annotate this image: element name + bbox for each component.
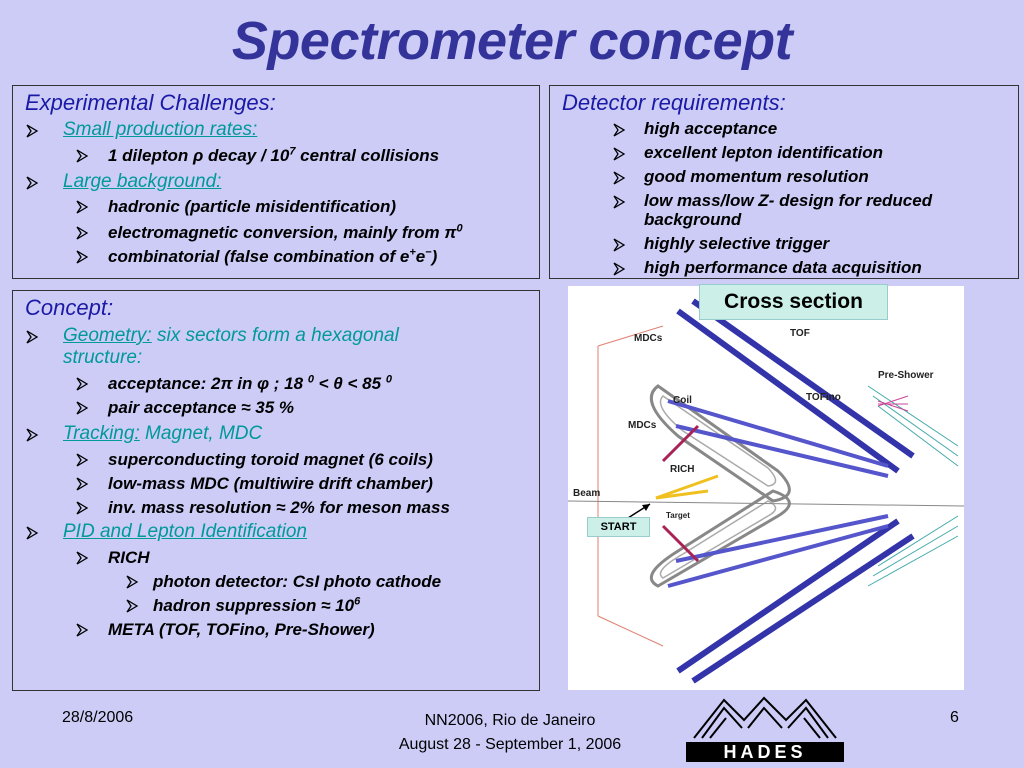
logo-text: HADES (723, 742, 806, 762)
cross-section-diagram: MDCs TOF Pre-Shower Coil TOFino MDCs RIC… (568, 286, 964, 690)
arrow-bullet-icon (75, 149, 89, 163)
arrow-bullet-icon (75, 477, 89, 491)
requirement-item: good momentum resolution (644, 167, 869, 186)
footer-conference-dates: August 28 - September 1, 2006 (398, 736, 622, 753)
requirement-item-continued: background (644, 210, 742, 229)
meta-item: META (TOF, TOFino, Pre-Shower) (108, 620, 375, 639)
requirement-item: low mass/low Z- design for reduced (644, 191, 933, 210)
arrow-bullet-icon (75, 623, 89, 637)
frame-outline (597, 325, 664, 647)
page-number: 6 (950, 709, 959, 726)
arrow-bullet-icon (75, 551, 89, 565)
pid-item: PID and Lepton Identification (63, 521, 308, 542)
upper-coil (649, 384, 791, 503)
requirement-item: high performance data acquisition (644, 258, 922, 277)
combinatorial-item: combinatorial (false combination of e+e−… (108, 246, 438, 266)
arrow-bullet-icon (25, 124, 39, 138)
footer-conference: NN2006, Rio de Janeiro August 28 - Septe… (360, 709, 660, 757)
arrow-bullet-icon (75, 200, 89, 214)
arrow-bullet-icon (612, 123, 626, 137)
invmass-item: inv. mass resolution ≈ 2% for meson mass (108, 498, 450, 517)
rich-mirrors (661, 424, 700, 563)
mdc-bars-bottom (667, 514, 889, 588)
dilepton-item: 1 dilepton ρ decay / 107 central collisi… (108, 145, 440, 165)
label-mdcs-top: MDCs (634, 333, 663, 344)
hades-logo: HADES (686, 696, 844, 762)
beam-line (568, 500, 964, 507)
geometry-item: Geometry: six sectors form a hexagonal (63, 325, 399, 346)
arrow-bullet-icon (75, 401, 89, 415)
requirement-item: excellent lepton identification (644, 143, 883, 162)
requirement-item: highly selective trigger (644, 234, 830, 253)
cherenkov-rays (655, 474, 719, 500)
label-beam: Beam (573, 488, 600, 499)
label-target: Target (666, 511, 690, 520)
arrow-bullet-icon (612, 238, 626, 252)
arrow-bullet-icon (25, 428, 39, 442)
arrow-bullet-icon (75, 226, 89, 240)
requirements-box: Detector requirements: high acceptance e… (549, 85, 1019, 279)
arrow-bullet-icon (25, 526, 39, 540)
particle-tracks (877, 395, 909, 412)
label-preshower: Pre-Shower (878, 370, 934, 381)
rich-item: RICH (108, 548, 150, 567)
label-rich: RICH (670, 464, 694, 475)
mdc-bars-top (667, 399, 889, 478)
arrow-bullet-icon (25, 330, 39, 344)
photon-detector-item: photon detector: CsI photo cathode (153, 572, 442, 591)
acceptance-item: acceptance: 2π in φ ; 18 0 < θ < 85 0 (108, 373, 392, 393)
label-tof: TOF (790, 328, 810, 339)
start-label: START (587, 517, 650, 537)
requirements-heading: Detector requirements: (562, 90, 786, 115)
tof-bars-top (676, 298, 915, 474)
electromagnetic-item: electromagnetic conversion, mainly from … (108, 222, 463, 242)
preshower-hatching (867, 385, 959, 587)
arrow-bullet-icon (75, 501, 89, 515)
mdc-item: low-mass MDC (multiwire drift chamber) (108, 474, 433, 493)
concept-heading: Concept: (25, 295, 114, 320)
arrow-bullet-icon (612, 147, 626, 161)
tof-bars-bottom (676, 518, 915, 684)
hadronic-item: hadronic (particle misidentification) (108, 197, 397, 216)
arrow-bullet-icon (612, 195, 626, 209)
arrow-bullet-icon (612, 171, 626, 185)
pair-acceptance-item: pair acceptance ≈ 35 % (108, 398, 295, 417)
concept-box: Concept: Geometry: six sectors form a he… (12, 290, 540, 691)
label-coil: Coil (673, 395, 692, 406)
geometry-item-continued: structure: (63, 347, 143, 368)
start-arrow-icon (627, 503, 651, 519)
arrow-bullet-icon (75, 453, 89, 467)
lower-coil (649, 489, 791, 588)
requirement-item: high acceptance (644, 119, 778, 138)
arrow-bullet-icon (612, 262, 626, 276)
challenges-heading: Experimental Challenges: (25, 90, 276, 115)
challenges-box: Experimental Challenges: Small productio… (12, 85, 540, 279)
small-rates-item: Small production rates: (63, 119, 258, 140)
cross-section-label: Cross section (699, 284, 888, 320)
slide-title: Spectrometer concept (231, 11, 793, 71)
arrow-bullet-icon (125, 575, 139, 589)
large-background-item: Large background: (63, 171, 222, 192)
footer-conference-name: NN2006, Rio de Janeiro (424, 712, 596, 729)
arrow-bullet-icon (75, 250, 89, 264)
hadron-suppression-item: hadron suppression ≈ 106 (153, 595, 361, 615)
arrow-bullet-icon (125, 599, 139, 613)
label-tofino: TOFino (806, 392, 841, 403)
tracking-item: Tracking: Magnet, MDC (63, 423, 263, 444)
arrow-bullet-icon (75, 377, 89, 391)
label-mdcs-mid: MDCs (628, 420, 657, 431)
footer-date: 28/8/2006 (62, 709, 134, 726)
toroid-item: superconducting toroid magnet (6 coils) (108, 450, 433, 469)
arrow-bullet-icon (25, 176, 39, 190)
